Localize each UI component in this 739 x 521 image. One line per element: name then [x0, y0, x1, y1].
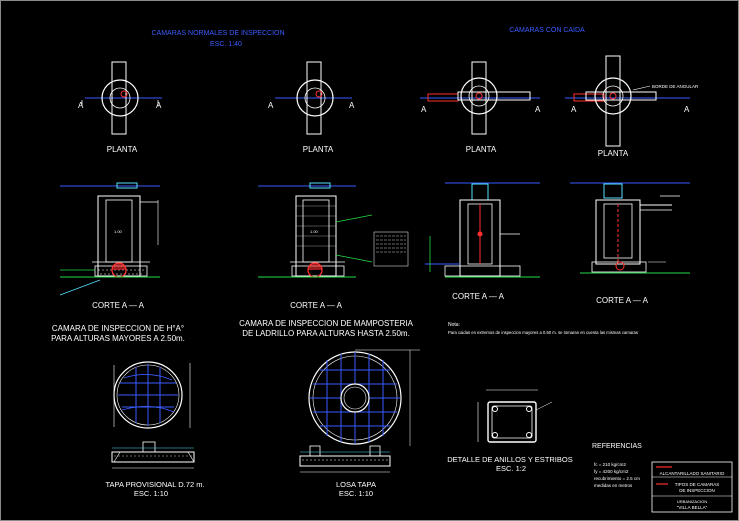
plan-1-marker-left: A [78, 101, 84, 110]
plan-view-3 [420, 61, 540, 135]
note-title: Nota: [448, 322, 460, 328]
title-block-row-3-line-1: URBANIZACION [677, 499, 707, 504]
plan-3-label: PLANTA [466, 145, 497, 154]
title-block-row-1: ALCANTARILLADO SANITARIO [660, 471, 725, 476]
plan-4-marker-right: A [684, 105, 690, 114]
section-view-3 [425, 182, 540, 278]
losa-tapa-detail [299, 349, 420, 473]
section-view-2 [258, 182, 409, 278]
section-view-1 [59, 182, 160, 296]
references-line-4: medidas en metros [594, 483, 633, 488]
angle-edge-note: BORDE DE ANGULAR [652, 84, 699, 89]
section-view-4 [570, 182, 690, 274]
normal-chambers-title: CAMARAS NORMALES DE INSPECCION [151, 30, 284, 37]
plan-3-marker-right: A [535, 105, 541, 114]
plan-4-marker-left: A [571, 105, 577, 114]
tapa-provisional-detail [111, 361, 195, 469]
section-3-corte-label: CORTE A — A [452, 292, 505, 301]
references-line-2: fy = 4200 kg/cm2 [594, 469, 629, 474]
note-text: Para caidas en extremos de inspeccion ma… [448, 330, 638, 335]
plan-4-label: PLANTA [598, 149, 629, 158]
title-block-row-3-line-2: "VILLA BELLA" [677, 505, 708, 510]
title-block-row-2-line-1: TIPOS DE CAMARAS [675, 482, 720, 487]
caption-2-line1: CAMARA DE INSPECCION DE MAMPOSTERIA [239, 319, 413, 328]
plan-2-marker-left: A [268, 101, 274, 110]
plan-view-1 [81, 61, 162, 135]
section-1-corte-label: CORTE A — A [92, 301, 145, 310]
plan-2-marker-right: A [349, 101, 355, 110]
plan-1-marker-right: A [156, 101, 162, 110]
tapa-scale: ESC. 1:10 [134, 489, 168, 498]
tapa-title: TAPA PROVISIONAL D.72 m. [105, 480, 204, 489]
drop-chambers-title: CAMARAS CON CAIDA [509, 27, 585, 34]
section-4-corte-label: CORTE A — A [596, 296, 649, 305]
anillos-title: DETALLE DE ANILLOS Y ESTRIBOS [447, 455, 572, 464]
caption-1-line2: PARA ALTURAS MAYORES A 2.50m. [51, 334, 185, 343]
losa-title: LOSA TAPA [336, 480, 376, 489]
plan-2-label: PLANTA [303, 145, 334, 154]
losa-scale: ESC. 1:10 [339, 489, 373, 498]
anillos-scale: ESC. 1:2 [496, 464, 526, 473]
references-line-1: fc = 210 kg/cm2 [594, 462, 626, 467]
title-block-row-2-line-2: DE INSPECCION [679, 488, 715, 493]
anillos-estribos-detail [477, 389, 553, 443]
section-2-corte-label: CORTE A — A [290, 301, 343, 310]
caption-1-line1: CAMARA DE INSPECCION DE H°A° [52, 324, 184, 333]
references-title: REFERENCIAS [592, 443, 642, 450]
plan-view-2 [275, 61, 352, 135]
plan-3-marker-left: A [421, 105, 427, 114]
title-block [651, 461, 733, 513]
section-2-dim: 1.00 [310, 229, 319, 234]
plan-1-label: PLANTA [107, 145, 138, 154]
references-line-3: recubrimiento = 2.5 cm [594, 476, 640, 481]
plan-view-4 [565, 55, 690, 147]
normal-chambers-scale: ESC. 1:40 [210, 41, 242, 48]
section-1-dim: 1.00 [114, 229, 123, 234]
caption-2-line2: DE LADRILLO PARA ALTURAS HASTA 2.50m. [242, 329, 410, 338]
